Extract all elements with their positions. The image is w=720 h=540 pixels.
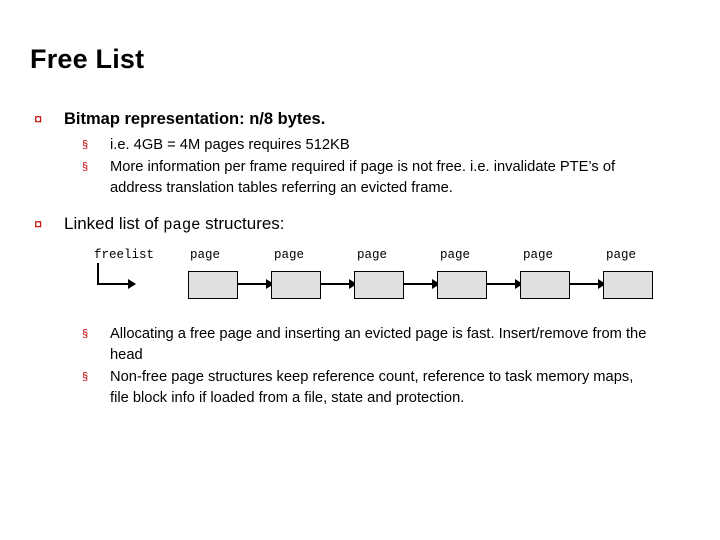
node-arrow-icon — [486, 279, 523, 289]
sub-bullet-marker-icon: § — [82, 371, 89, 383]
bullet-item-linked-list: ¤ Linked list of page structures: — [30, 213, 690, 236]
node-label: page — [357, 248, 388, 262]
slide-body: ¤ Bitmap representation: n/8 bytes. § i.… — [30, 108, 690, 413]
node-label: page — [523, 248, 554, 262]
node-arrow-icon — [403, 279, 440, 289]
sub-bullet-group-linked-list: § Allocating a free page and inserting a… — [30, 324, 690, 409]
page-node-box — [437, 271, 487, 299]
sub-bullet-text: Non-free page structures keep reference … — [110, 369, 634, 406]
page-node-box — [603, 271, 653, 299]
page-title: Free List — [30, 44, 145, 74]
sub-bullet-item: § More information per frame required if… — [30, 157, 690, 199]
bullet-text-code: page — [163, 216, 201, 234]
page-node-box — [354, 271, 404, 299]
sub-bullet-text: i.e. 4GB = 4M pages requires 512KB — [110, 137, 350, 153]
bullet-text-prefix: Linked list of — [64, 214, 164, 233]
page-node-box — [188, 271, 238, 299]
sub-bullet-item: § Allocating a free page and inserting a… — [30, 324, 690, 366]
node-arrow-icon — [569, 279, 606, 289]
sub-bullet-item: § Non-free page structures keep referenc… — [30, 367, 690, 409]
node-arrow-icon — [237, 279, 274, 289]
sub-bullet-marker-icon: § — [82, 139, 89, 151]
sub-bullet-marker-icon: § — [82, 161, 89, 173]
bullet-marker-icon: ¤ — [34, 111, 43, 128]
sub-bullet-text: Allocating a free page and inserting an … — [110, 326, 647, 363]
sub-bullet-group-bitmap: § i.e. 4GB = 4M pages requires 512KB § M… — [30, 135, 690, 199]
sub-bullet-text: More information per frame required if p… — [110, 159, 616, 196]
node-label: page — [440, 248, 471, 262]
bullet-text: Bitmap representation: n/8 bytes. — [64, 110, 326, 128]
node-label: page — [606, 248, 637, 262]
bullet-text: Linked list of page structures: — [64, 213, 285, 236]
linked-list-diagram: freelist page page page page page page — [60, 248, 690, 310]
freelist-label: freelist — [94, 248, 155, 262]
page-node-box — [271, 271, 321, 299]
head-pointer-arrow-icon — [97, 279, 136, 289]
sub-bullet-item: § i.e. 4GB = 4M pages requires 512KB — [30, 135, 690, 156]
node-label: page — [274, 248, 305, 262]
bullet-item-bitmap: ¤ Bitmap representation: n/8 bytes. — [30, 108, 690, 131]
node-arrow-icon — [320, 279, 357, 289]
bullet-marker-icon: ¤ — [34, 216, 43, 233]
head-pointer-line — [97, 263, 99, 284]
node-label: page — [190, 248, 221, 262]
page-node-box — [520, 271, 570, 299]
bullet-text-suffix: structures: — [200, 214, 285, 233]
sub-bullet-marker-icon: § — [82, 328, 89, 340]
